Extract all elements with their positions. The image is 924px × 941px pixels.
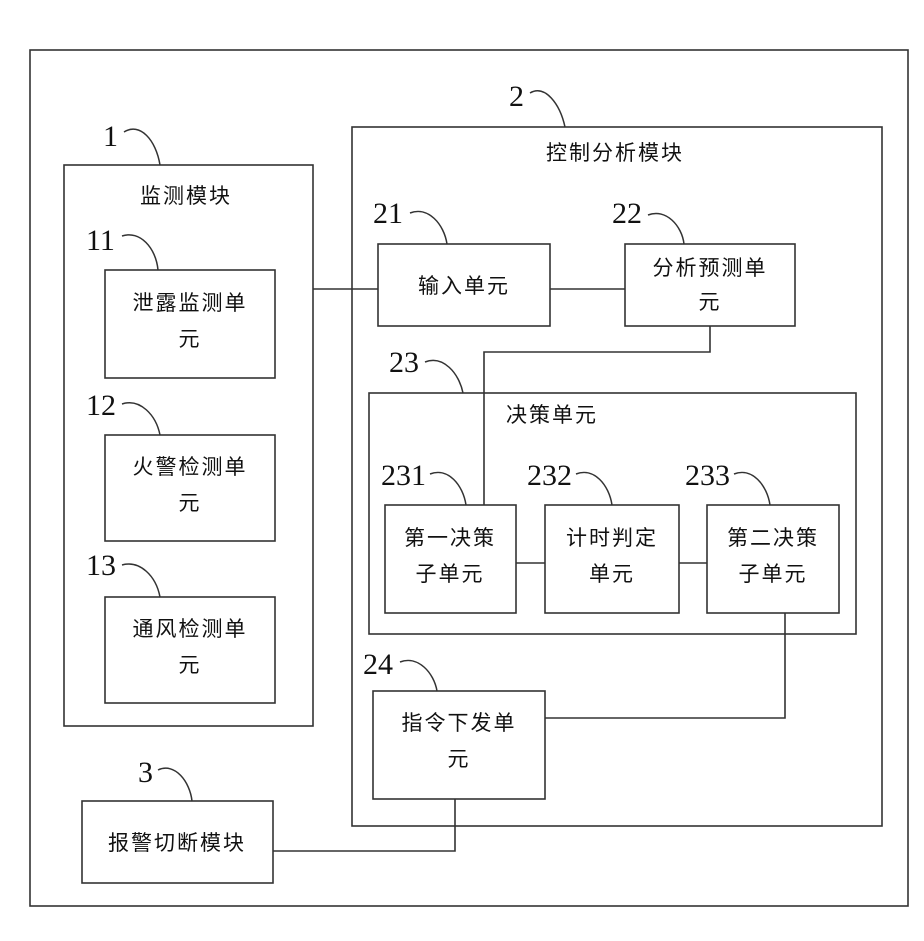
wire-second-to-command [545,613,785,718]
ref-12: 12 [86,389,116,422]
leader-22 [648,213,684,244]
control-module-title: 控制分析模块 [546,141,684,165]
control-analysis-module: 控制分析模块 输入单元 分析预测单 元 决策单元 第一决策 子单元 计时判定 单… [352,127,882,826]
fire-detection-unit-line1: 火警检测单 [133,455,248,479]
fire-detection-unit-line2: 元 [179,491,202,515]
ref-3: 3 [138,756,153,789]
timer-judgement-unit-line2: 单元 [589,562,635,586]
first-decision-subunit-line1: 第一决策 [404,526,496,550]
alarm-cutoff-label: 报警切断模块 [108,831,246,855]
leader-3 [158,768,192,801]
decision-unit-title: 决策单元 [506,403,598,427]
wire-command-to-alarm [273,799,455,851]
command-dispatch-unit-line1: 指令下发单 [402,711,517,735]
leader-23 [425,360,463,393]
leak-monitor-unit-line1: 泄露监测单 [133,291,248,315]
ref-231: 231 [381,459,426,492]
first-decision-subunit-line2: 子单元 [416,562,485,586]
vent-detection-unit-line1: 通风检测单 [133,617,248,641]
leak-monitor-unit-line2: 元 [179,327,202,351]
leader-24 [400,660,437,691]
ref-1: 1 [103,120,118,153]
ref-11: 11 [86,224,115,257]
ref-233: 233 [685,459,730,492]
leader-232 [576,472,612,505]
first-decision-subunit [385,505,516,613]
command-dispatch-unit [373,691,545,799]
prediction-unit-line2: 元 [699,290,722,314]
fire-detection-unit [105,435,275,541]
ref-13: 13 [86,549,116,582]
command-dispatch-unit-line2: 元 [448,747,471,771]
leak-monitor-unit [105,270,275,378]
timer-judgement-unit [545,505,679,613]
ref-24: 24 [363,648,393,681]
monitoring-module-title: 监测模块 [140,184,232,208]
ref-21: 21 [373,197,403,230]
leader-2 [530,91,565,127]
leader-1 [124,129,160,165]
prediction-unit-line1: 分析预测单 [653,256,768,280]
timer-judgement-unit-line1: 计时判定 [566,526,658,550]
ref-23: 23 [389,346,419,379]
leader-233 [734,472,770,505]
leader-231 [430,472,466,505]
vent-detection-unit [105,597,275,703]
second-decision-subunit-line1: 第二决策 [727,526,819,550]
leader-21 [410,211,447,244]
ref-2: 2 [509,80,524,113]
ref-232: 232 [527,459,572,492]
ref-22: 22 [612,197,642,230]
alarm-cutoff-module: 报警切断模块 [82,801,273,883]
input-unit-label: 输入单元 [418,274,510,298]
second-decision-subunit [707,505,839,613]
second-decision-subunit-line2: 子单元 [739,562,808,586]
vent-detection-unit-line2: 元 [179,653,202,677]
